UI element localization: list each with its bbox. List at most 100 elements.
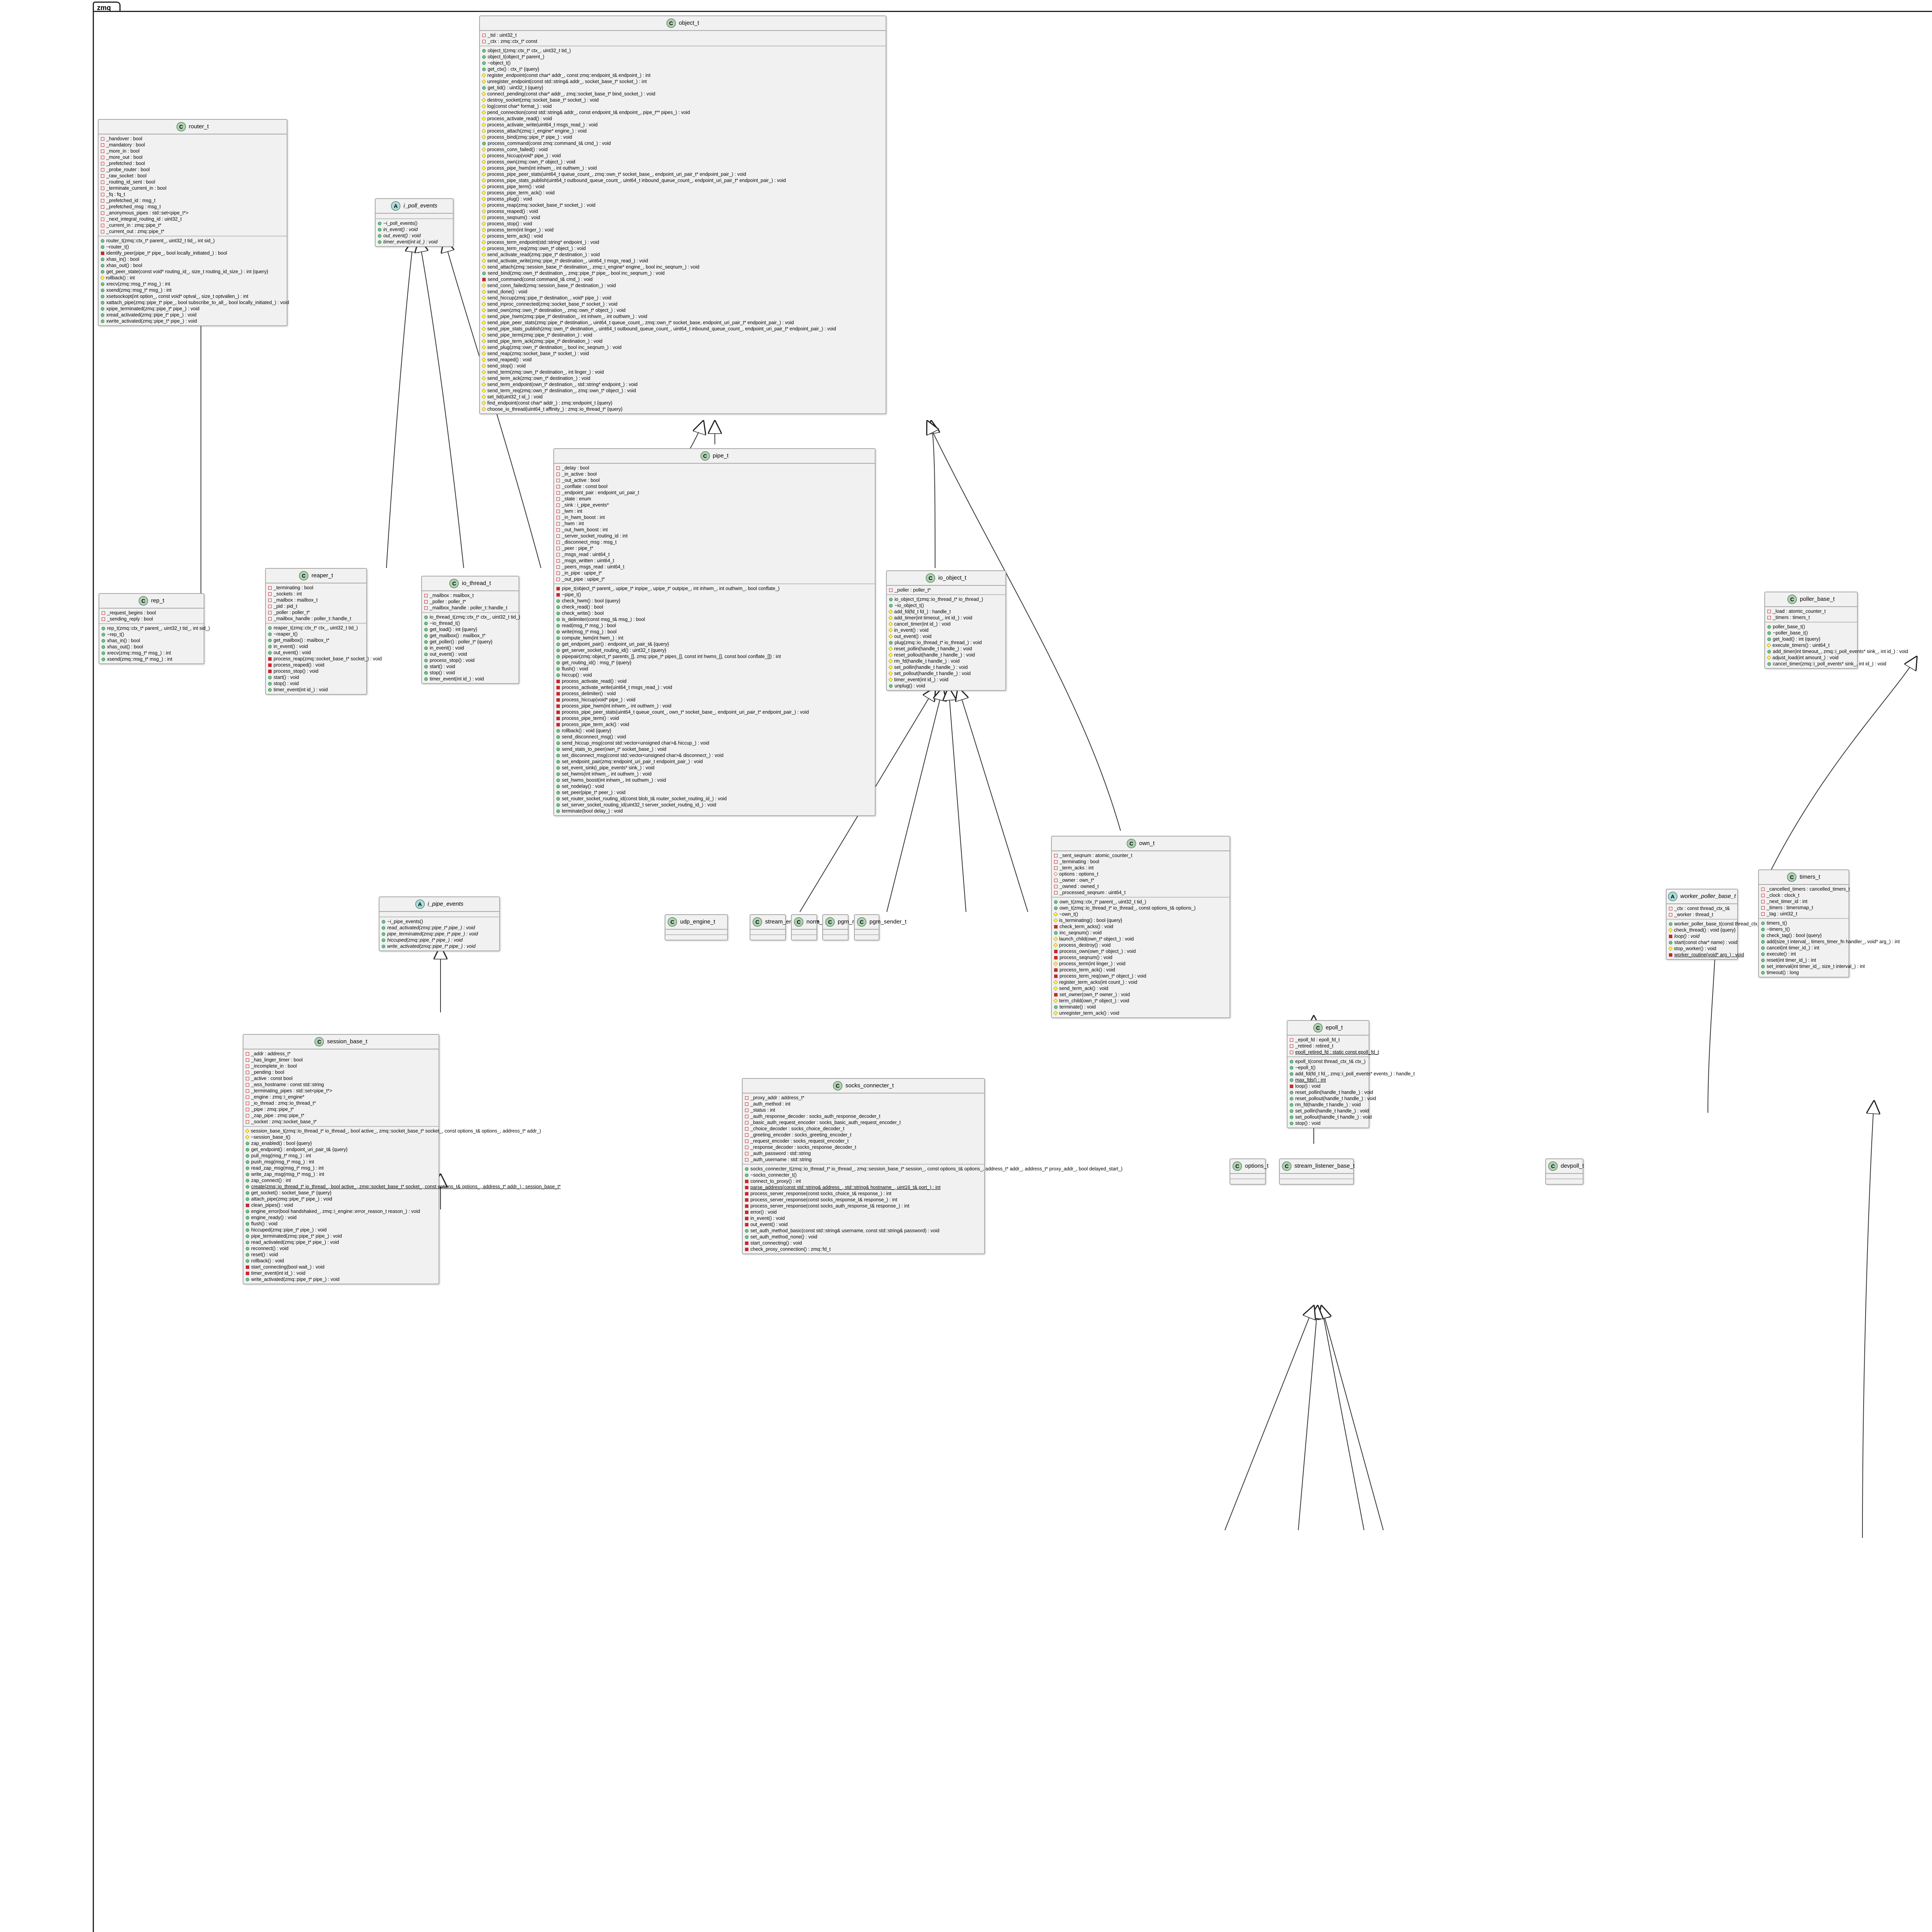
visibility-privf-icon: [246, 1064, 249, 1068]
method-row: timer_event(int id_) : void: [268, 687, 364, 693]
method-text: stop() : void: [430, 670, 455, 675]
method-row: object_t(zmq::ctx_t* ctx_, uint32_t tid_…: [482, 48, 883, 54]
method-row: max_fds() : int: [1290, 1077, 1366, 1083]
visibility-pub-icon: [382, 932, 385, 936]
class-name: io_object_t: [938, 575, 966, 581]
visibility-privf-icon: [1054, 884, 1058, 888]
method-row: process_conn_failed() : void: [481, 146, 883, 153]
visibility-prot-icon: [481, 339, 486, 344]
field-row: _zap_pipe : zmq::pipe_t*: [246, 1112, 436, 1119]
method-row: process_reap(zmq::socket_base_t* socket_…: [481, 202, 883, 208]
method-text: reset() : void: [251, 1252, 278, 1257]
method-text: epoll_t(const thread_ctx_t& ctx_): [1295, 1059, 1366, 1064]
visibility-pub-icon: [556, 617, 560, 621]
visibility-pub-icon: [556, 636, 560, 640]
method-row: unregister_endpoint(const std::string& a…: [481, 78, 883, 85]
field-row: _hwm : int: [556, 520, 872, 527]
method-text: process_plug() : void: [487, 196, 532, 202]
visibility-pub-icon: [246, 1234, 249, 1238]
field-row: _ctx : const thread_ctx_t&: [1669, 905, 1735, 912]
field-row: _io_thread : zmq::io_thread_t*: [246, 1100, 436, 1106]
class-badge-icon: C: [449, 579, 459, 588]
method-text: process_pipe_term() : void: [562, 716, 619, 721]
method-text: in_event() : void: [274, 644, 308, 649]
method-row: identify_peer(pipe_t* pipe_, bool locall…: [101, 250, 284, 256]
method-text: object_t(object_t* parent_): [488, 54, 544, 60]
method-text: compute_lwm(int hwm_) : int: [562, 635, 624, 641]
method-row: process_pipe_peer_stats(uint64_t queue_c…: [481, 171, 883, 177]
visibility-pub-icon: [1290, 1078, 1293, 1082]
field-text: _status : int: [750, 1107, 775, 1113]
method-row: hiccuped(zmq::pipe_t* pipe_) : void: [382, 937, 497, 943]
method-row: start() : void: [424, 663, 516, 670]
class-badge-icon: C: [1282, 1162, 1291, 1171]
visibility-pub-icon: [424, 640, 428, 644]
method-text: set_peer(pipe_t* peer_) : void: [562, 790, 626, 795]
field-row: _status : int: [745, 1107, 982, 1113]
stub-class[interactable]: Cnorm_engine_t: [791, 914, 845, 940]
method-text: ~pipe_t(): [562, 592, 581, 597]
method-row: ~poller_base_t(): [1767, 630, 1855, 636]
field-row: _request_begins : bool: [102, 610, 201, 616]
field-text: _auth_password : std::string: [750, 1151, 811, 1156]
method-row: ~router_t(): [101, 244, 284, 250]
method-row: reset_pollin(handle_t handle_) : void: [1290, 1089, 1373, 1095]
visibility-privf-icon: [745, 1127, 748, 1131]
visibility-prot-icon: [1767, 655, 1771, 660]
visibility-pub-icon: [268, 651, 272, 655]
visibility-privf-icon: [556, 485, 560, 488]
visibility-pub-icon: [101, 319, 104, 323]
visibility-privf-icon: [246, 1107, 249, 1111]
visibility-privf-icon: [424, 600, 428, 604]
class-name: epoll_t: [1325, 1024, 1343, 1031]
visibility-pub-icon: [556, 599, 560, 603]
method-text: cancel_timer(int id_) : void: [894, 621, 951, 627]
field-text: _active : const bool: [251, 1076, 293, 1081]
visibility-prot-icon: [481, 314, 486, 319]
class-badge-icon: C: [176, 122, 186, 131]
method-text: reset_pollin(handle_t handle_) : void: [1295, 1090, 1373, 1095]
method-text: worker_poller_base_t(const thread_ctx_t&…: [1674, 921, 1777, 927]
visibility-pub-icon: [556, 741, 560, 745]
method-text: out_event() : void: [430, 651, 467, 657]
field-text: _mailbox_handle : poller_t::handle_t: [430, 605, 507, 611]
method-text: get_load() : int {query}: [430, 627, 477, 632]
method-row: start_connecting() : void: [745, 1240, 982, 1246]
visibility-prot-icon: [481, 104, 486, 109]
method-row: is_delimiter(const msg_t& msg_) : bool: [556, 616, 872, 622]
method-text: process_pipe_hwm(int inhwm_, int outhwm_…: [487, 165, 597, 171]
field-text: _terminating : bool: [274, 585, 313, 590]
method-text: process_reaped() : void: [274, 662, 325, 668]
method-text: clean_pipes() : void: [251, 1202, 293, 1208]
visibility-privf-icon: [268, 611, 272, 614]
visibility-privf-icon: [556, 509, 560, 513]
method-text: send_pipe_stats_publish(zmq::own_t* dest…: [487, 326, 836, 332]
class-name: poller_base_t: [1799, 596, 1835, 602]
field-text: _mandatory : bool: [106, 142, 145, 148]
method-row: ~i_pipe_events(): [382, 918, 497, 925]
method-row: get_poller() : poller_t* {query}: [424, 639, 516, 645]
